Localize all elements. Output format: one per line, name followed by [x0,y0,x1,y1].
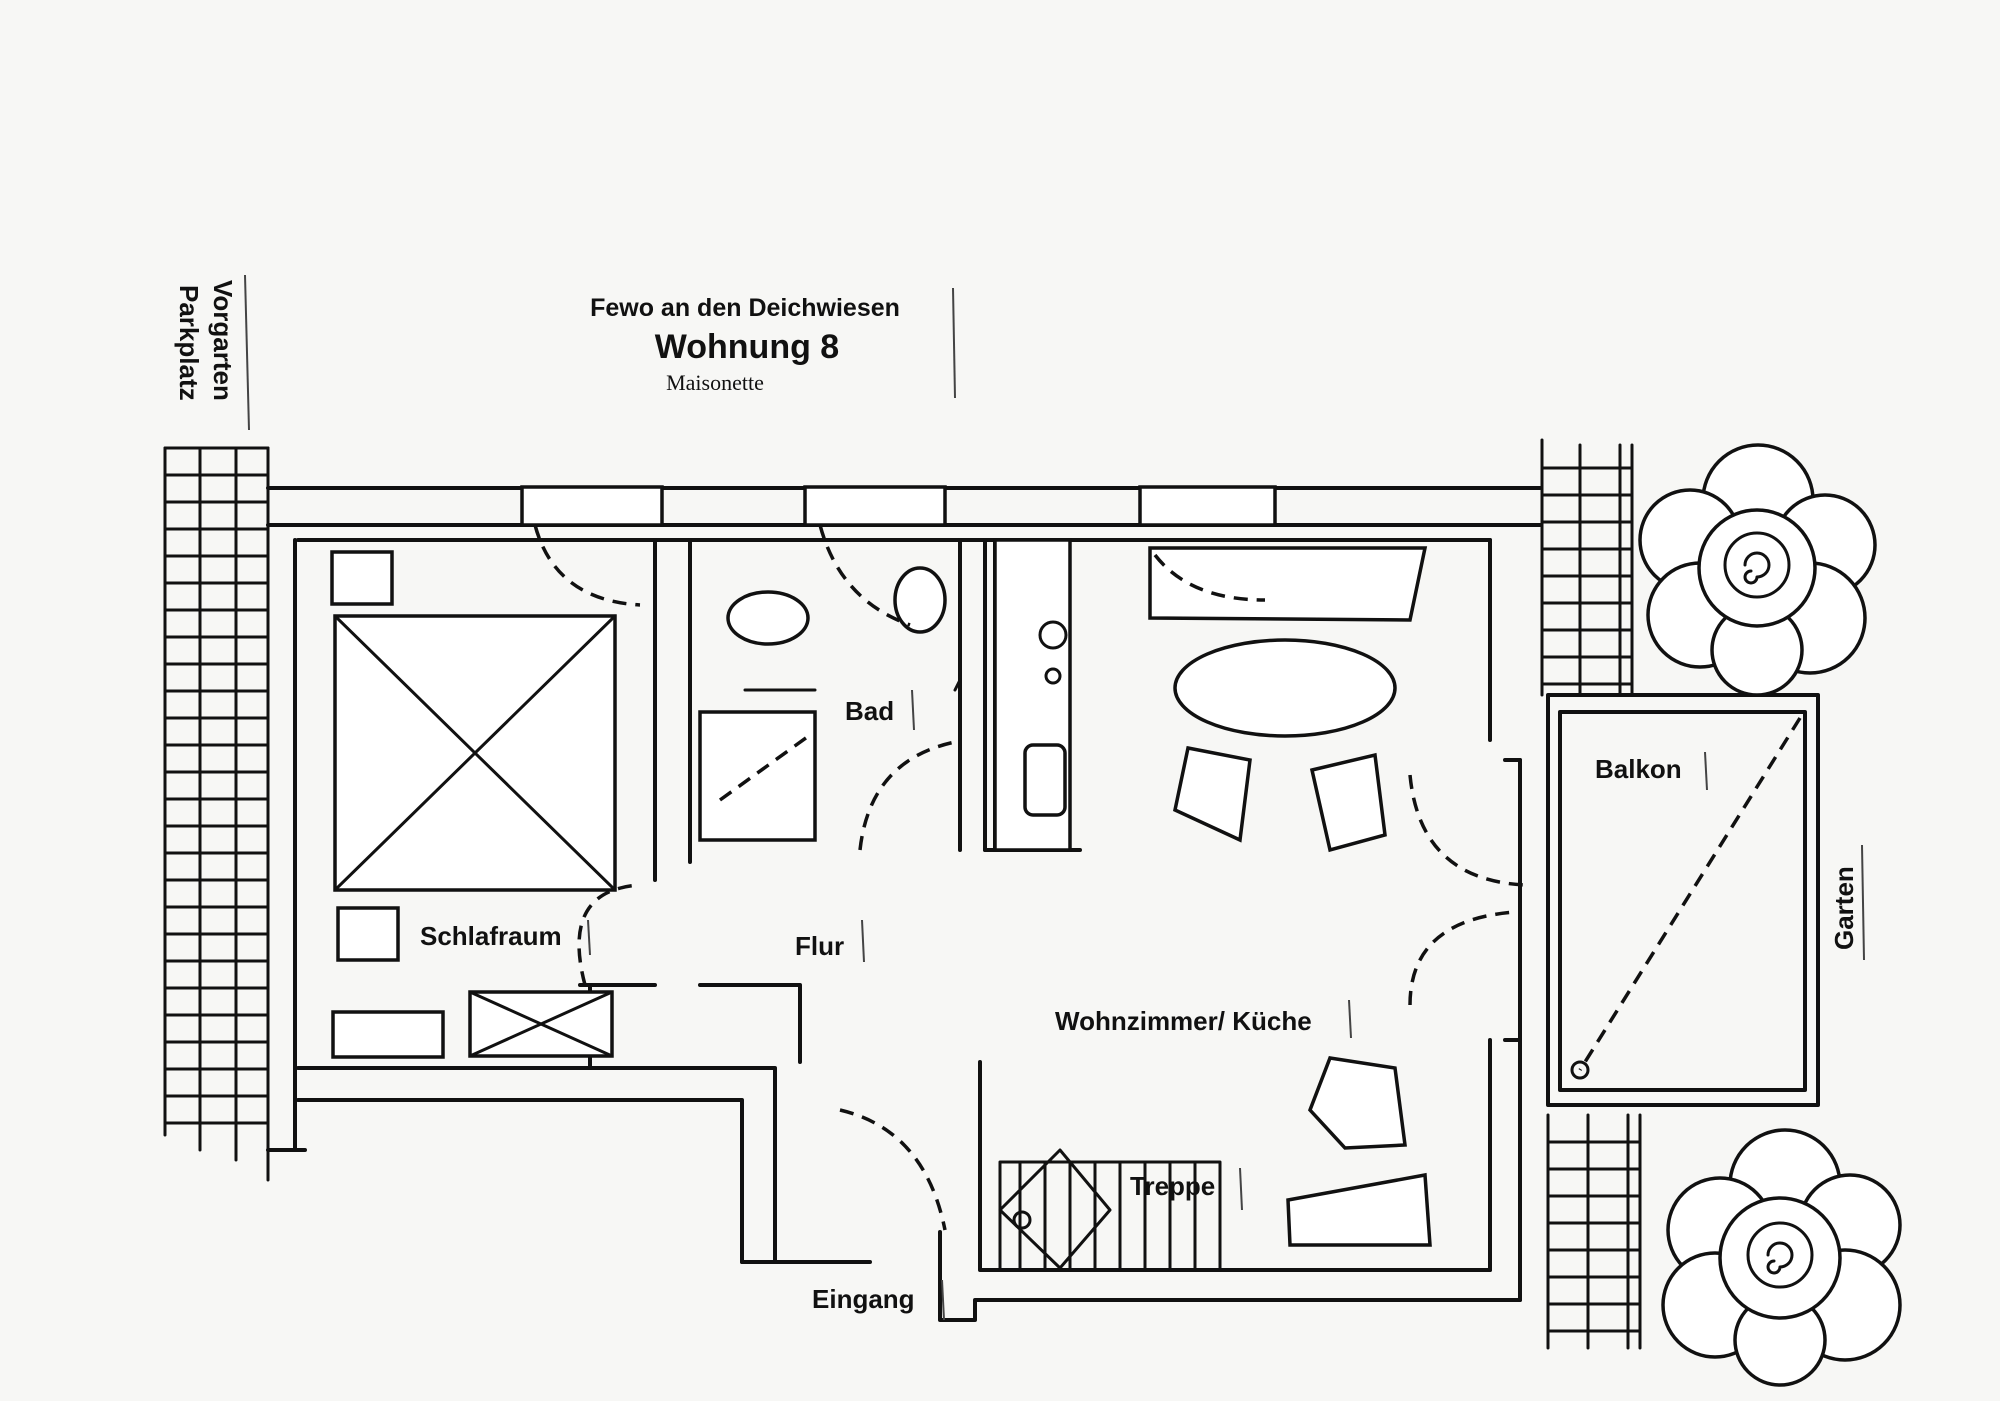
room-labels: Schlafraum Bad Flur Wohnzimmer/ Küche Tr… [420,689,1865,1321]
header-line-1: Fewo an den Deichwiesen [590,294,900,322]
balcony [1546,693,1820,1107]
bath-window-swing [818,524,911,627]
balcony-inner [1558,710,1807,1092]
balcony-door-swing [1578,717,1802,1071]
staircase [998,1148,1222,1272]
window-living [1138,485,1277,527]
label-vorgarten: Vorgarten [208,280,238,401]
left-label-divider [244,274,250,431]
nightstand-top [330,550,394,606]
shower [698,710,817,842]
label-treppe: Treppe [1130,1171,1215,1201]
outer-walls [266,486,1542,1322]
label-bad: Bad [845,696,894,726]
label-parkplatz: Parkplatz [174,285,204,401]
sofa [1148,546,1428,622]
left-side-labels: Vorgarten Parkplatz [174,274,250,431]
right-hedge-bottom [1546,1113,1642,1350]
stove-burner-1 [1038,620,1068,650]
living-room [1148,546,1526,1247]
bedroom [330,524,641,1059]
label-garten: Garten [1829,866,1859,950]
stair-start-marker [1012,1210,1032,1230]
label-balkon: Balkon [1595,754,1682,784]
label-flur: Flur [795,931,844,961]
top-windows [520,485,1277,527]
shrub-top [1638,443,1877,697]
nightstand-bottom [336,906,400,962]
shrub-bottom [1661,1128,1902,1387]
label-schlafraum: Schlafraum [420,921,562,951]
kitchen-sink [1023,743,1067,817]
dining-table [1173,638,1397,738]
balcony-outer [1546,693,1820,1107]
stove-burner-2 [1044,667,1062,685]
bedroom-door[interactable] [577,883,641,986]
piano [1286,1172,1432,1247]
balcony-door-lower[interactable] [1408,910,1516,1006]
kitchen-counter [993,538,1072,852]
entrance-door[interactable] [839,1108,947,1231]
header-line-2: Wohnung 8 [655,328,839,366]
living-window-swing [1153,553,1266,602]
window-bedroom [520,485,664,527]
balcony-door-upper[interactable] [1408,774,1526,887]
plan-header: Fewo an den Deichwiesen Wohnung 8 Maison… [590,287,956,399]
left-hedge [163,446,270,1182]
dining-chair-right [1309,752,1387,853]
right-hedge-top [1540,438,1634,697]
bath-sink [726,590,810,646]
bathroom [698,524,962,851]
armchair [1307,1056,1407,1150]
bedroom-window-swing [533,524,641,607]
dining-chair-left [1173,745,1252,843]
toilet [893,566,947,634]
dresser [331,1010,445,1059]
header-divider [952,287,956,399]
label-eingang: Eingang [812,1284,915,1314]
window-bath [803,485,947,527]
bath-door[interactable] [858,740,956,851]
label-wohnzimmer-kueche: Wohnzimmer/ Küche [1055,1006,1312,1036]
header-line-3: Maisonette [666,370,764,395]
